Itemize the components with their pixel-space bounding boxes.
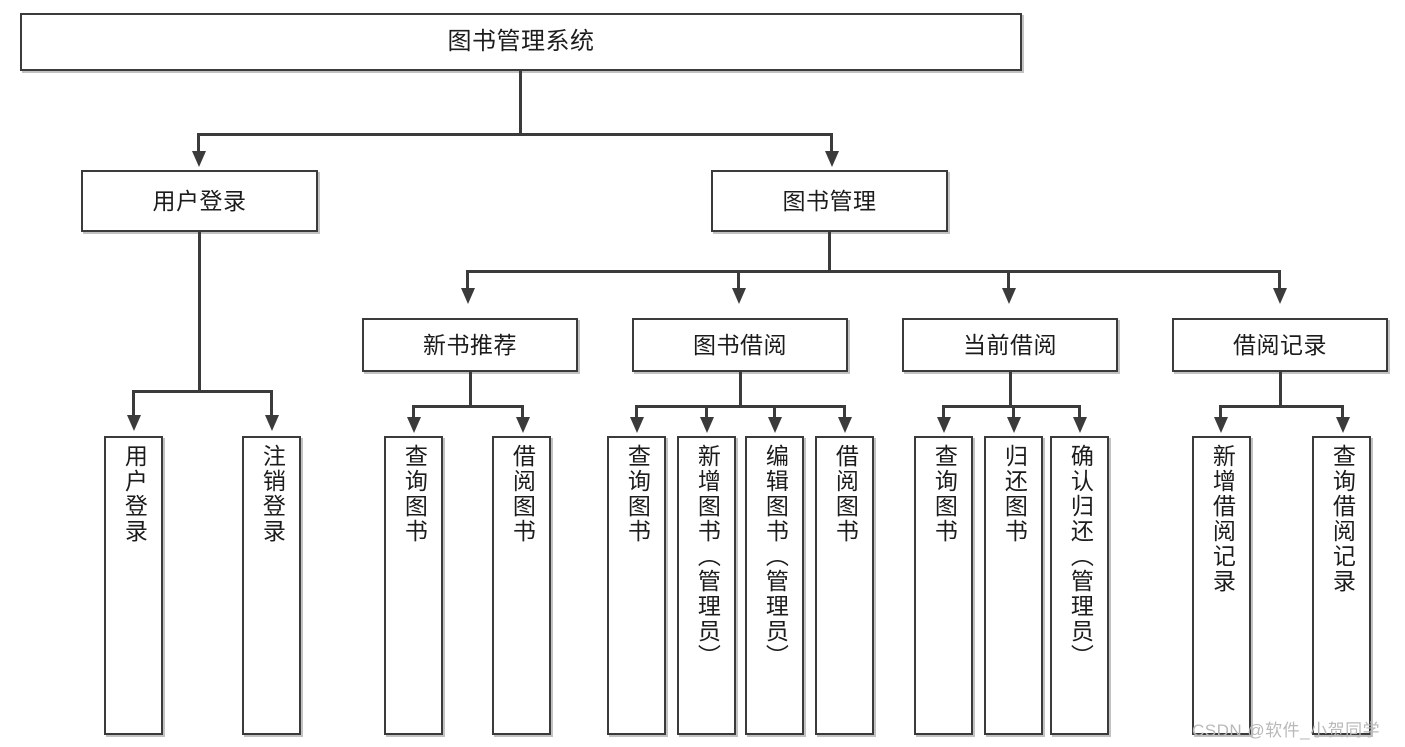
node-label: 编辑图书（管理员） — [762, 444, 789, 669]
connector-book-borrow-leaf1 — [635, 405, 638, 419]
connector-current-borrow-leaf2 — [1012, 405, 1015, 419]
leaf-user-login-logout[interactable]: 注销登录 — [242, 436, 301, 735]
node-label: 新增图书（管理员） — [694, 444, 721, 669]
connector-root-stem — [519, 71, 522, 134]
arrow-user-login-leaf1 — [127, 415, 141, 431]
connector-book-borrow-stem — [739, 372, 742, 407]
connector-current-borrow-leaf1 — [942, 405, 945, 419]
node-label: 图书管理系统 — [447, 28, 595, 55]
connector-user-login-leaf2 — [270, 390, 273, 417]
arrow-to-new-book-recommend — [461, 288, 475, 304]
leaf-new-book-borrow-books[interactable]: 借阅图书 — [492, 436, 551, 735]
connector-to-new-book-recommend — [466, 270, 469, 290]
arrow-book-borrow-leaf1 — [630, 417, 644, 433]
leaf-book-borrow-edit-book-admin[interactable]: 编辑图书（管理员） — [745, 436, 804, 735]
leaf-book-borrow-borrow-books[interactable]: 借阅图书 — [815, 436, 874, 735]
arrow-current-borrow-leaf1 — [937, 417, 951, 433]
connector-level2-bus — [466, 270, 1278, 273]
node-label: 图书管理 — [782, 187, 877, 214]
connector-user-login-leaf1 — [132, 390, 135, 417]
arrow-user-login-leaf2 — [265, 415, 279, 431]
node-label: 新增借阅记录 — [1209, 444, 1236, 594]
node-label: 确认归还（管理员） — [1067, 444, 1094, 669]
node-label: 用户登录 — [121, 444, 148, 544]
arrow-current-borrow-leaf2 — [1007, 417, 1021, 433]
node-label: 查询图书 — [401, 444, 428, 544]
connector-user-login-bus — [132, 390, 272, 393]
connector-to-borrow-record — [1278, 270, 1281, 290]
node-label: 查询图书 — [931, 444, 958, 544]
connector-to-book-management — [830, 133, 833, 153]
arrow-to-book-management — [825, 151, 839, 167]
connector-book-borrow-leaf3 — [773, 405, 776, 419]
node-label: 用户登录 — [152, 187, 247, 214]
connector-book-borrow-leaf2 — [705, 405, 708, 419]
arrow-to-book-borrow — [732, 288, 746, 304]
node-label: 查询图书 — [624, 444, 651, 544]
node-label: 当前借阅 — [963, 331, 1057, 358]
connector-new-book-leaf1 — [412, 405, 415, 419]
connector-user-login-stem — [198, 232, 201, 392]
connector-borrow-record-bus — [1219, 405, 1343, 408]
leaf-current-borrow-confirm-return-admin[interactable]: 确认归还（管理员） — [1050, 436, 1109, 735]
leaf-current-borrow-return-books[interactable]: 归还图书 — [984, 436, 1043, 735]
connector-borrow-record-leaf2 — [1341, 405, 1344, 419]
node-book-borrow[interactable]: 图书借阅 — [632, 318, 848, 372]
arrow-borrow-record-leaf2 — [1336, 417, 1350, 433]
arrow-to-current-borrow — [1002, 288, 1016, 304]
connector-root-bus — [197, 133, 833, 136]
arrow-to-user-login — [192, 151, 206, 167]
connector-to-user-login — [197, 133, 200, 153]
arrow-book-borrow-leaf2 — [700, 417, 714, 433]
connector-current-borrow-stem — [1009, 372, 1012, 407]
node-book-management[interactable]: 图书管理 — [711, 170, 948, 232]
node-root-book-management-system[interactable]: 图书管理系统 — [20, 13, 1022, 71]
arrow-new-book-leaf2 — [516, 417, 530, 433]
leaf-new-book-query-books[interactable]: 查询图书 — [384, 436, 443, 735]
node-current-borrow[interactable]: 当前借阅 — [902, 318, 1118, 372]
leaf-user-login-login[interactable]: 用户登录 — [104, 436, 163, 735]
connector-current-borrow-leaf3 — [1078, 405, 1081, 419]
arrow-new-book-leaf1 — [407, 417, 421, 433]
node-label: 借阅记录 — [1233, 331, 1327, 358]
connector-borrow-record-stem — [1279, 372, 1282, 407]
arrow-borrow-record-leaf1 — [1214, 417, 1228, 433]
connector-new-book-leaf2 — [521, 405, 524, 419]
node-label: 借阅图书 — [509, 444, 536, 544]
leaf-book-borrow-query-books[interactable]: 查询图书 — [607, 436, 666, 735]
node-label: 新书推荐 — [423, 331, 517, 358]
arrow-book-borrow-leaf4 — [838, 417, 852, 433]
leaf-current-borrow-query-books[interactable]: 查询图书 — [914, 436, 973, 735]
node-label: 归还图书 — [1001, 444, 1028, 544]
watermark-csdn: CSDN @软件_小贺同学 — [1192, 721, 1381, 740]
node-borrow-record[interactable]: 借阅记录 — [1172, 318, 1388, 372]
connector-new-book-stem — [469, 372, 472, 407]
arrow-current-borrow-leaf3 — [1073, 417, 1087, 433]
node-label: 图书借阅 — [693, 331, 787, 358]
connector-to-book-borrow — [737, 270, 740, 290]
leaf-borrow-record-query-record[interactable]: 查询借阅记录 — [1312, 436, 1371, 735]
connector-current-borrow-bus — [942, 405, 1078, 408]
node-label: 注销登录 — [259, 444, 286, 544]
connector-new-book-bus — [412, 405, 523, 408]
connector-to-current-borrow — [1007, 270, 1010, 290]
connector-borrow-record-leaf1 — [1219, 405, 1222, 419]
arrow-book-borrow-leaf3 — [768, 417, 782, 433]
node-label: 查询借阅记录 — [1329, 444, 1356, 594]
leaf-borrow-record-add-record[interactable]: 新增借阅记录 — [1192, 436, 1251, 735]
node-label: 借阅图书 — [832, 444, 859, 544]
connector-book-management-stem — [828, 232, 831, 272]
connector-book-borrow-bus — [635, 405, 845, 408]
node-new-book-recommend[interactable]: 新书推荐 — [362, 318, 578, 372]
leaf-book-borrow-add-book-admin[interactable]: 新增图书（管理员） — [677, 436, 736, 735]
arrow-to-borrow-record — [1273, 288, 1287, 304]
connector-book-borrow-leaf4 — [843, 405, 846, 419]
node-user-login[interactable]: 用户登录 — [81, 170, 318, 232]
